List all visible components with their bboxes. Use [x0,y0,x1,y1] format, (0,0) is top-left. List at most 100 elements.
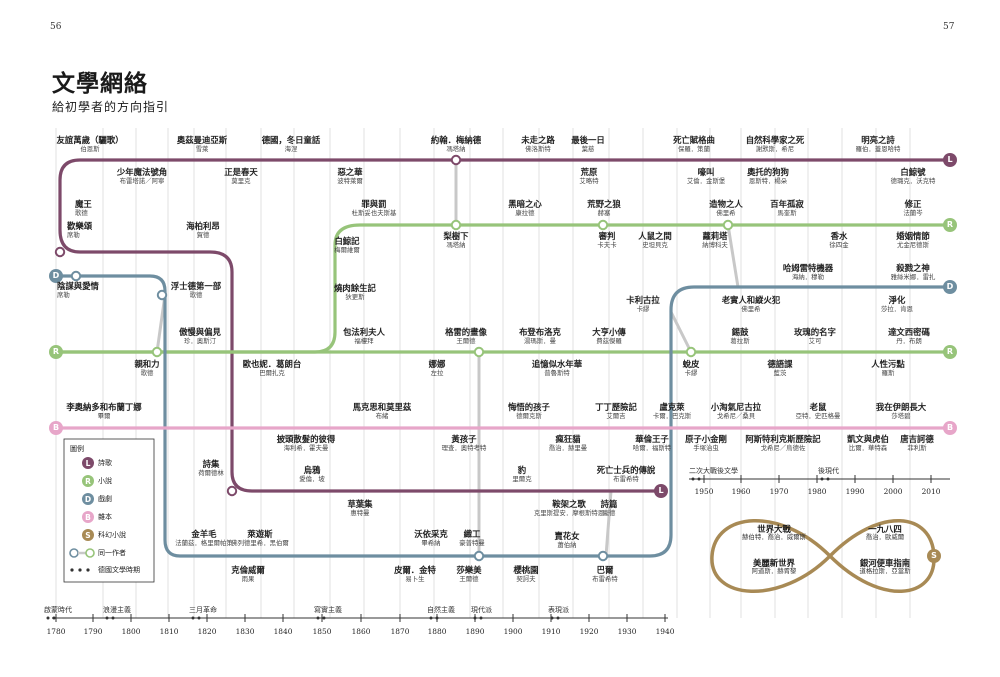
period-marker [316,616,320,620]
work-title: 詩篇 [600,499,618,509]
work-author: 狄更斯 [345,292,365,301]
work-label: 沃依采克畢希納 [414,529,448,547]
work-title: 黃孩子 [451,434,477,444]
work-label: 大亨小傳費茲傑羅 [592,327,626,345]
work-title: 莎樂美 [456,565,482,575]
work-title: 鞍架之歌 [552,499,586,509]
legend-period-dot [70,568,74,572]
work-label: 婚姻情節尤金尼德斯 [896,231,930,249]
work-author: 海納．穆勒 [792,272,824,281]
work-title: 悔悟的孩子 [508,402,550,412]
work-title: 修正 [904,199,922,209]
period-label: 浪漫主義 [103,606,131,614]
work-label: 巴爾布雷希特 [592,565,618,583]
work-label: 親和力歌德 [134,359,159,377]
work-author: 卡爾．巴克斯 [652,411,692,420]
work-label: 少年魔法號角布雷塔諾／阿寧 [117,167,167,185]
work-author: 佛洛斯特 [525,144,551,153]
work-title: 娜娜 [428,359,446,369]
legend-item-label: 小說 [98,477,112,485]
work-label: 奧托的狗狗恩斯特．楊朵 [747,167,789,185]
work-author: 契訶夫 [516,574,536,583]
period-marker [197,616,201,620]
period-marker [550,616,554,620]
line-end-d: D [49,269,63,283]
transfer-station [450,154,462,166]
work-author: 法蘭茲．格里爾帕策 [175,538,233,547]
page-subtitle: 給初學者的方向指引 [52,100,170,114]
work-author: 海涅 [284,144,298,153]
work-title: 約翰．梅納德 [430,135,482,145]
work-title: 卡利古拉 [626,295,660,305]
work-author: 葛拉斯 [730,336,750,345]
work-title: 浮士德第一部 [170,281,222,291]
work-title: 荒野之狼 [587,199,621,209]
work-author: 福樓拜 [354,336,374,345]
period-marker [479,616,483,620]
work-label: 陰謀與愛情席勒 [57,281,99,299]
work-title: 草葉集 [347,499,373,509]
legend-swatch [82,529,94,541]
work-author: 保羅．策蘭 [678,144,710,153]
work-author: 德璐克．沃克特 [890,176,936,185]
axis-year: 1920 [579,627,599,636]
work-title: 婚姻情節 [896,231,930,241]
work-label: 百年孤寂馬奎斯 [770,199,804,217]
work-title: 布登布洛克 [519,327,561,337]
work-author: 佛里希 [741,304,761,313]
legend-same-author-a [69,548,79,558]
work-label: 嚎叫艾倫．金斯堡 [687,167,725,185]
axis-year: 1810 [159,627,179,636]
period-marker [820,477,824,481]
legend-swatch-letter: S [85,531,90,540]
scifi-work-label: 一九八四喬治．歐威爾 [866,524,904,542]
period-marker [52,616,56,620]
transfer-station [156,289,168,301]
legend-swatch [82,511,94,523]
line-end-d: D [943,280,957,294]
work-title: 蛻皮 [682,359,700,369]
work-author: 尤金尼德斯 [897,240,929,249]
axis-year: 1940 [655,627,675,636]
work-label: 馬克思和莫里茲布緒 [353,402,412,420]
work-label: 罪與罰杜斯妥也夫斯基 [352,199,397,217]
work-title: 奧茲曼迪亞斯 [176,135,228,145]
work-author: 王爾德 [456,336,476,345]
work-label: 白鯨記梅爾維爾 [334,236,360,254]
work-label: 最後一日葉慈 [571,135,605,153]
work-label: 荒野之狼赫塞 [587,199,621,217]
work-author: 比爾．華特森 [848,443,888,452]
work-title: 華倫王子 [635,434,669,444]
axis-year: 1970 [769,487,789,496]
work-label: 自然科學家之死謝默斯．希尼 [746,135,805,153]
work-author: 赫塞 [597,208,611,217]
work-title: 錫鼓 [731,327,749,337]
axis-year: 1880 [427,627,447,636]
work-author: 王爾德 [459,574,479,583]
work-title: 我在伊朗長大 [875,402,927,412]
work-label: 卡利古拉卡繆 [626,295,660,313]
work-label: 皮爾．金特易卜生 [394,565,436,583]
work-label: 詩篇龐德 [600,499,618,517]
work-author: 布緒 [375,411,389,420]
work-author: 蕭伯納 [557,540,577,549]
work-label: 人鼠之間史坦貝克 [638,231,672,249]
line-end-r: R [943,345,957,359]
work-label: 梨樹下馮塔納 [443,231,468,249]
work-author: 徐四金 [829,240,849,249]
work-author: 愛倫．坡 [299,474,325,483]
legend-same-author-b [85,548,95,558]
work-label: 瘋狂貓喬治．赫里曼 [549,434,587,452]
work-author: 戈希尼／桑貝 [716,411,756,420]
work-label: 唐吉訶德菲利斯 [900,434,934,452]
work-label: 金羊毛法蘭茲．格里爾帕策 [175,529,233,547]
work-title: 玫瑰的名字 [794,327,836,337]
literature-lines [56,158,950,558]
work-label: 德國，冬日童話海涅 [262,135,321,153]
work-label: 惡之華波特萊爾 [337,167,363,185]
work-label: 殺戮之神雅絲米娜．雷扎 [891,263,936,281]
work-title: 罪與罰 [361,199,387,209]
period-marker [322,616,326,620]
work-title: 惡之華 [337,167,363,177]
axis-year: 1780 [46,627,66,636]
